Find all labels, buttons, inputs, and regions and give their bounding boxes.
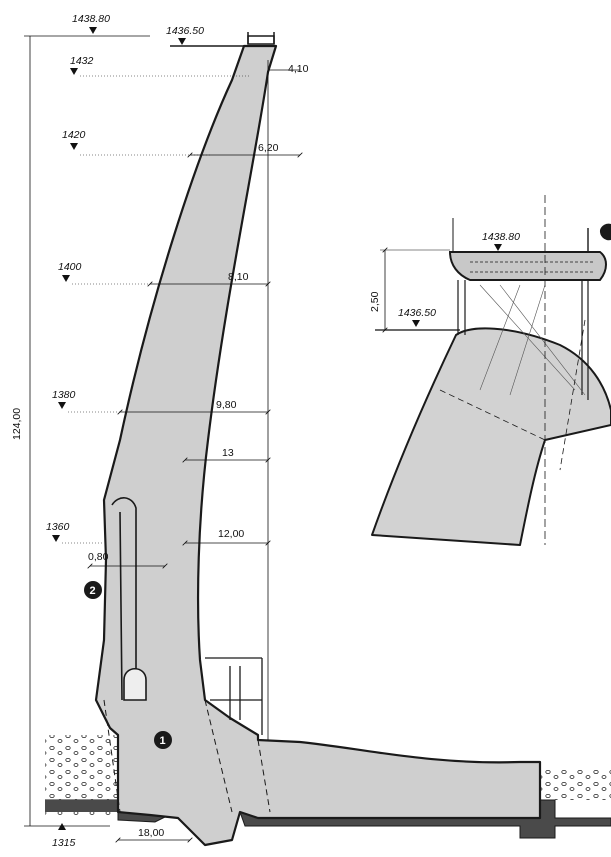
toe-structure — [205, 657, 263, 735]
elevation-labels: 1438.80 1436.50 1432 1420 1400 1380 1360… — [46, 13, 250, 849]
crest-parapet — [170, 32, 275, 47]
marker-2: 2 — [84, 581, 102, 599]
thickness-dimensions: 4,10 6,20 8,10 9,80 13 12,00 0,80 — [88, 63, 309, 566]
elevation-label-1432: 1432 — [70, 55, 94, 67]
elevation-label-1400: 1400 — [58, 261, 82, 273]
elevation-label-crest-road: 1436.50 — [166, 25, 204, 37]
elevation-label-crest-top: 1438.80 — [72, 13, 110, 25]
dam-body — [94, 44, 542, 847]
thickness-label-1400: 8,10 — [228, 271, 249, 283]
thickness-label-mid: 13 — [222, 447, 234, 459]
crest-detail-beam — [448, 251, 607, 281]
elevation-label-1380: 1380 — [52, 389, 76, 401]
svg-text:1: 1 — [160, 735, 166, 747]
thickness-label-1360: 12,00 — [218, 528, 244, 540]
crest-detail-inset: 2,50 1438.80 1436.50 — [369, 195, 611, 546]
thickness-label-1380: 9,80 — [216, 399, 237, 411]
dam-height-dimension-label: 124,00 — [11, 408, 23, 440]
internal-dashed-lines — [103, 699, 271, 813]
crest-detail-body — [371, 327, 611, 546]
gallery-opening — [123, 667, 147, 701]
crest-detail-top-elevation: 1438.80 — [482, 231, 520, 243]
crest-detail-road-elevation: 1436.50 — [398, 307, 436, 319]
crest-detail-height-label: 2,50 — [369, 291, 381, 312]
thickness-label-1420: 6,20 — [258, 142, 279, 154]
inspection-shaft — [111, 497, 137, 701]
elevation-label-1420: 1420 — [62, 129, 86, 141]
marker-1: 1 — [154, 731, 172, 749]
elevation-label-foundation: 1315 — [52, 837, 76, 849]
gallery-wall-thickness-label: 0,80 — [88, 551, 109, 563]
base-dimension: 18,00 — [118, 827, 190, 840]
thickness-label-1432: 4,10 — [288, 63, 309, 75]
svg-text:2: 2 — [90, 585, 96, 597]
base-width-label: 18,00 — [138, 827, 164, 839]
elevation-label-1360: 1360 — [46, 521, 70, 533]
